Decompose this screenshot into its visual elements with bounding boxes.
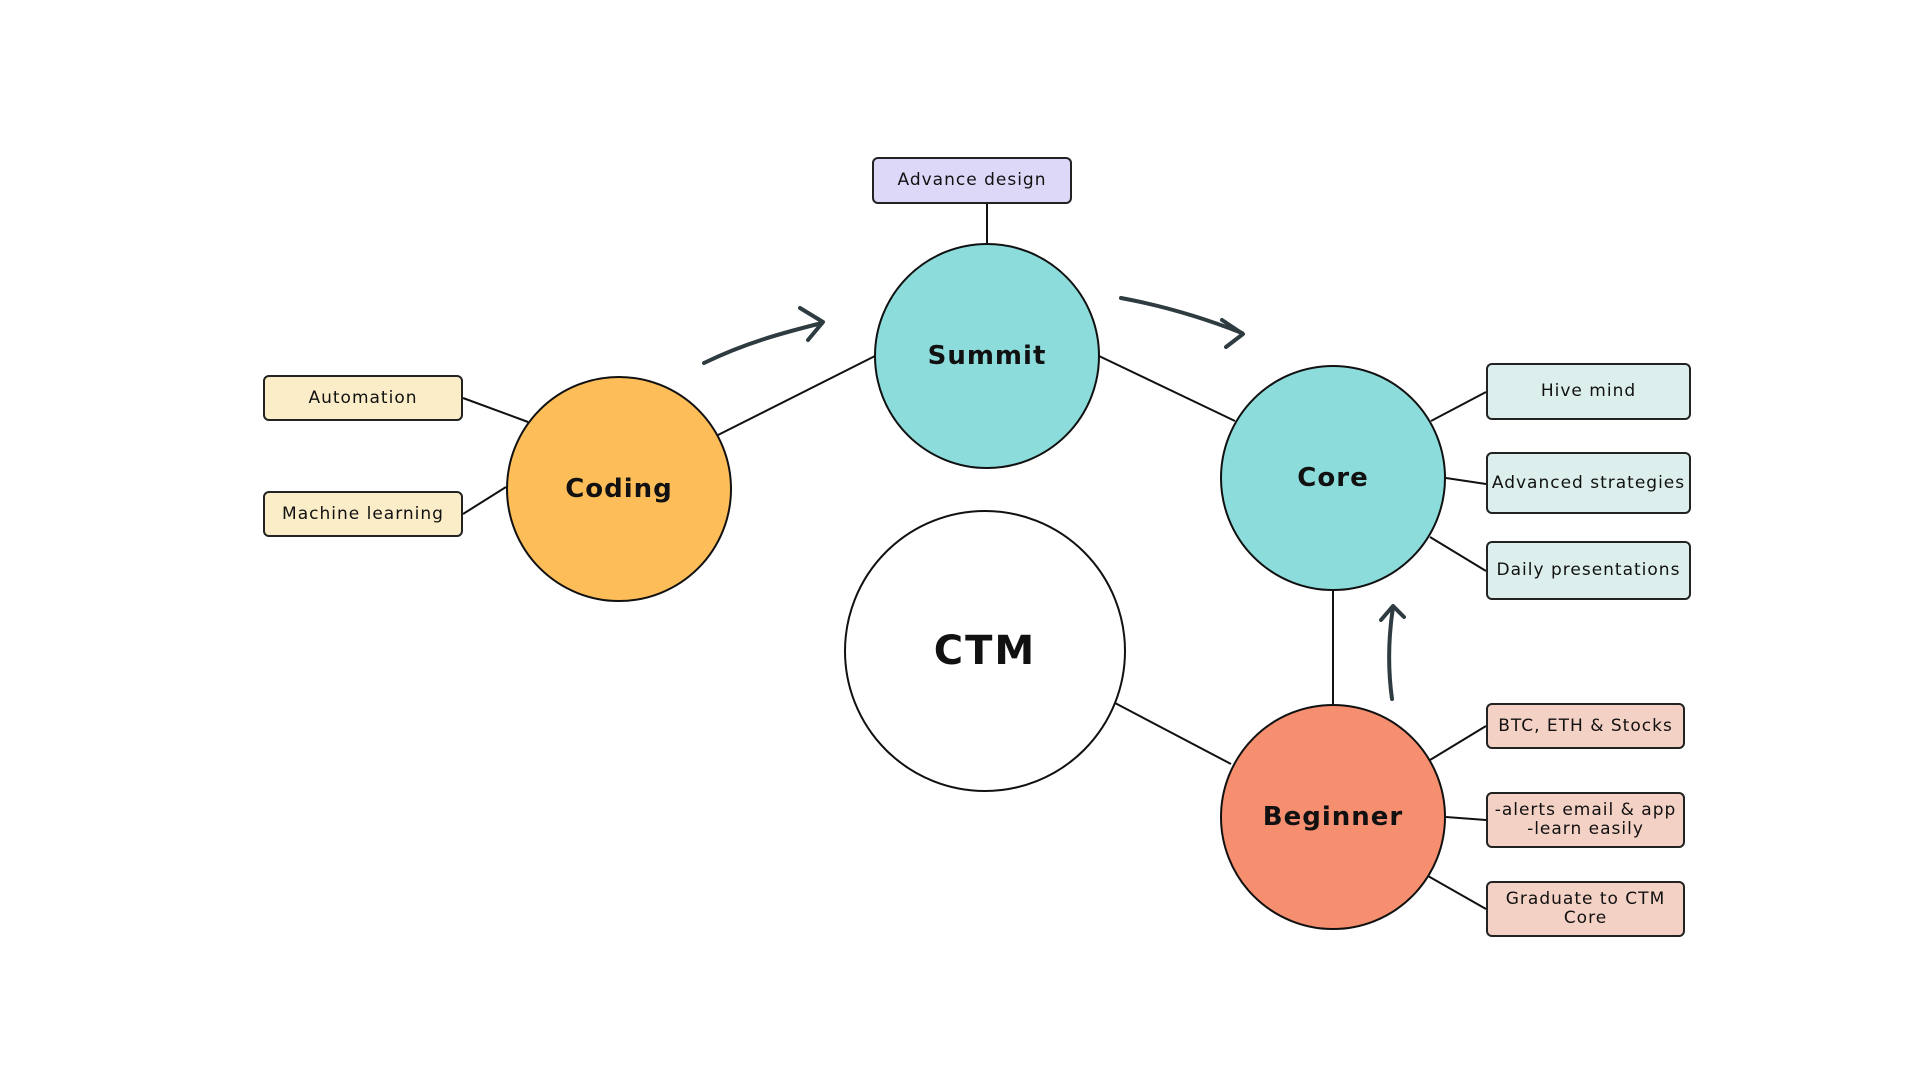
node-beginner-label: Beginner [1262,802,1404,832]
node-coding[interactable]: Coding [506,376,732,602]
tag-machine-learning-label: Machine learning [282,503,444,524]
connector-core-hive-mind [1430,391,1487,422]
arrow-coding-to-summit [702,306,825,365]
connector-core-daily-presentations [1429,536,1487,572]
connector-summit-core [1098,355,1236,422]
tag-btc-eth-stocks[interactable]: BTC, ETH & Stocks [1486,703,1685,749]
tag-alerts-line-1: -alerts email & app [1494,800,1677,820]
tag-graduate-line-1: Graduate to CTM [1505,889,1666,909]
connector-core-advanced-strategies [1445,477,1487,485]
connector-coding-summit [717,355,876,436]
tag-automation[interactable]: Automation [263,375,463,421]
node-summit[interactable]: Summit [874,243,1100,469]
tag-alerts-line-2: -learn easily [1527,819,1644,839]
tag-advanced-strategies[interactable]: Advanced strategies [1486,452,1691,514]
tag-daily-presentations[interactable]: Daily presentations [1486,541,1691,600]
tag-btc-eth-stocks-label: BTC, ETH & Stocks [1498,715,1673,736]
tag-advanced-strategies-label: Advanced strategies [1491,472,1686,493]
tag-automation-label: Automation [308,387,418,408]
tag-daily-presentations-label: Daily presentations [1496,560,1681,580]
node-core[interactable]: Core [1220,365,1446,591]
connector-coding-machine-learning [462,486,507,515]
tag-machine-learning[interactable]: Machine learning [263,491,463,537]
connector-beginner-alerts [1445,816,1487,821]
arrow-beginner-to-core [1379,604,1406,701]
node-ctm-label: CTM [933,628,1037,674]
tag-advance-design[interactable]: Advance design [872,157,1072,204]
tag-graduate-line-2: Core [1563,908,1608,928]
tag-alerts[interactable]: -alerts email & app -learn easily [1486,792,1685,848]
connector-beginner-graduate [1427,875,1487,910]
node-summit-label: Summit [927,341,1047,371]
connector-beginner-btc [1429,725,1487,761]
tag-advance-design-label: Advance design [897,170,1047,190]
connector-coding-automation [462,397,529,423]
node-ctm[interactable]: CTM [844,510,1126,792]
arrow-summit-to-core [1119,296,1245,349]
node-core-label: Core [1297,463,1369,493]
node-beginner[interactable]: Beginner [1220,704,1446,930]
tag-hive-mind[interactable]: Hive mind [1486,363,1691,420]
tag-graduate[interactable]: Graduate to CTM Core [1486,881,1685,937]
node-coding-label: Coding [565,474,673,504]
connector-ctm-beginner [1114,702,1232,765]
tag-hive-mind-label: Hive mind [1540,381,1637,401]
